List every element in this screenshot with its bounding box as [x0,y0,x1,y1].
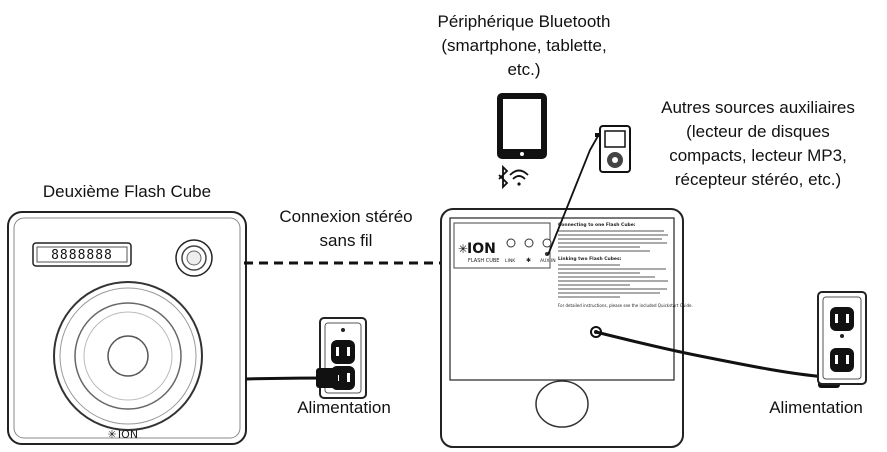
left-cube-logo: ION [118,428,138,441]
cube-display: 8888888 [32,242,132,267]
second-cube-label: Deuxième Flash Cube [42,182,212,201]
stereo-connection-label: Connexion stéréo sans fil [279,207,413,250]
bluetooth-icon [498,164,509,190]
power-label-left: Alimentation [297,398,391,417]
aux-sources-label: Autres sources auxiliaires (lecteur de d… [661,98,855,189]
svg-text:✱: ✱ [526,257,531,264]
svg-text:LINK: LINK [505,258,516,264]
svg-text:Linking two Flash Cubes:: Linking two Flash Cubes: [558,256,622,262]
display-digits: 8888888 [51,248,113,263]
main-cube-logo: ION [467,241,496,257]
instructions-block: Connecting to one Flash Cube: Linking tw… [558,222,693,308]
bluetooth-device-label: Périphérique Bluetooth (smartphone, tabl… [437,12,611,79]
tablet-icon [497,93,547,159]
woofer [53,281,203,431]
power-outlet-icon [817,291,867,385]
aux-cable [547,135,599,256]
main-cube-model: FLASH CUBE [468,258,499,264]
svg-text:✳: ✳ [458,242,468,256]
svg-text:Connecting to one Flash Cube:: Connecting to one Flash Cube: [558,222,636,228]
power-label-right: Alimentation [769,398,863,417]
second-flash-cube: 8888888 ION ✳ [7,211,247,445]
svg-text:For detailed instructions, ple: For detailed instructions, please see th… [558,303,693,308]
svg-text:AUX IN: AUX IN [540,258,556,264]
plug-icon [316,368,346,388]
power-cable-right [595,330,827,379]
svg-text:✳: ✳ [107,429,116,441]
bass-port [535,380,589,428]
panel-buttons: LINK ✱ AUX IN [505,238,556,264]
mp3-player-icon [595,125,631,173]
main-flash-cube: ION ✳ FLASH CUBE LINK ✱ AUX IN Connectin… [440,208,693,448]
wifi-icon [509,169,529,186]
volume-knob [175,239,213,277]
